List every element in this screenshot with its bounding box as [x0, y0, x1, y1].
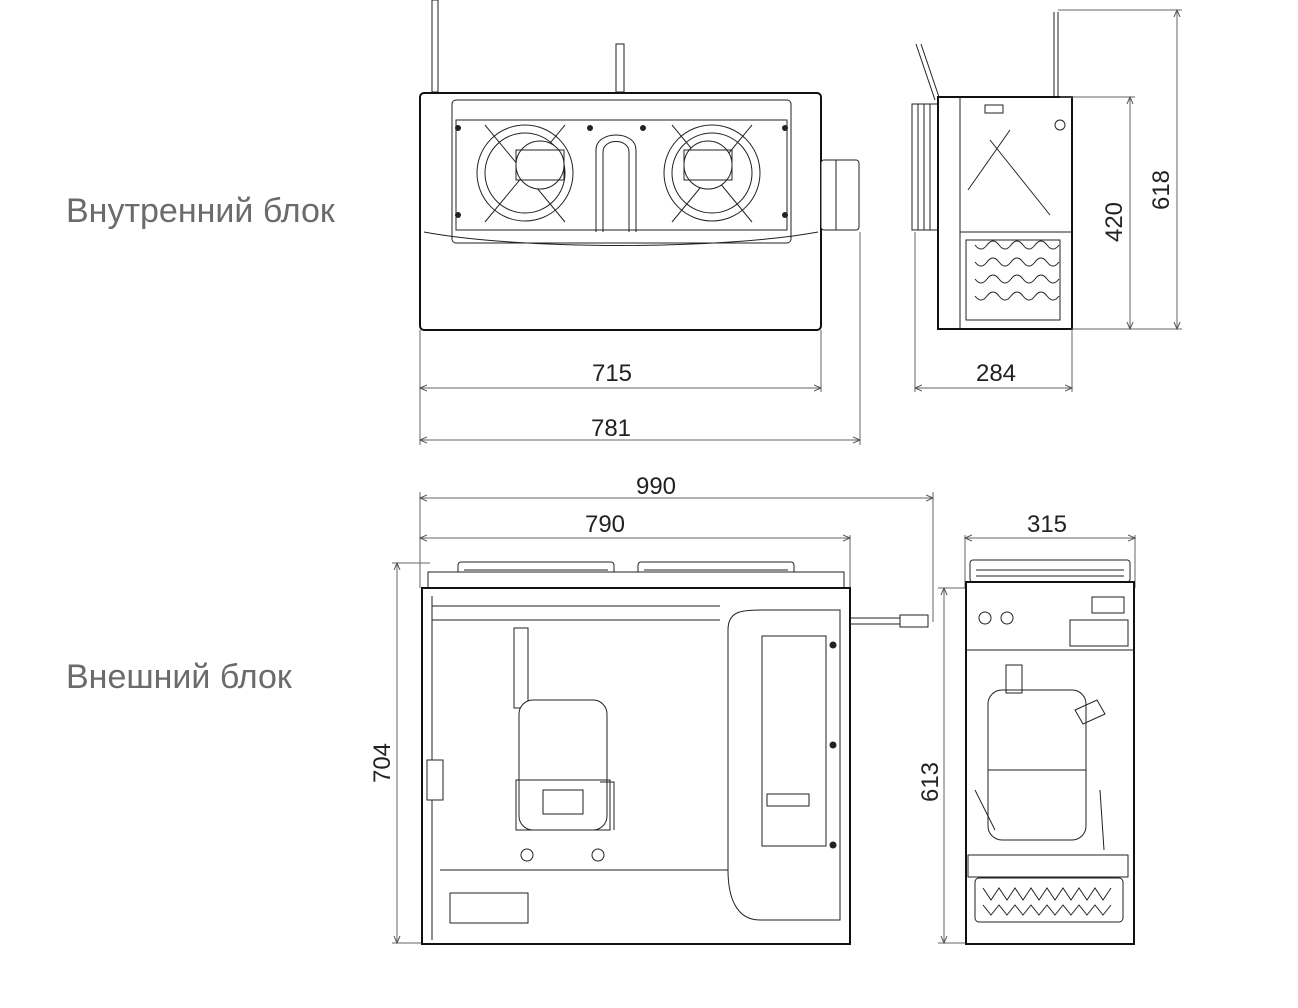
outdoor-unit-label: Внешний блок: [66, 658, 292, 696]
indoor-unit-side-view: [911, 12, 1073, 330]
indoor-height-total-label: 618: [1148, 170, 1175, 210]
indoor-unit-label: Внутренний блок: [66, 192, 335, 230]
indoor-side-dimensions: 284 420 618: [915, 10, 1182, 392]
indoor-height-body-label: 420: [1101, 202, 1128, 242]
indoor-width-total-label: 781: [591, 415, 631, 442]
indoor-width-body-label: 715: [592, 360, 632, 387]
outdoor-width-total-label: 990: [636, 473, 676, 500]
outdoor-width-body-label: 790: [585, 511, 625, 538]
outdoor-unit-front-view: 990 790 704: [369, 473, 933, 945]
indoor-depth-label: 284: [976, 360, 1016, 387]
outdoor-height-front-label: 704: [369, 743, 396, 783]
indoor-front-dimensions: 715 781: [420, 232, 860, 445]
outdoor-depth-label: 315: [1027, 511, 1067, 538]
outdoor-unit-side-view: 315 613: [917, 511, 1135, 945]
indoor-unit-front-view: [419, 0, 860, 331]
outdoor-height-side-label: 613: [917, 762, 944, 802]
